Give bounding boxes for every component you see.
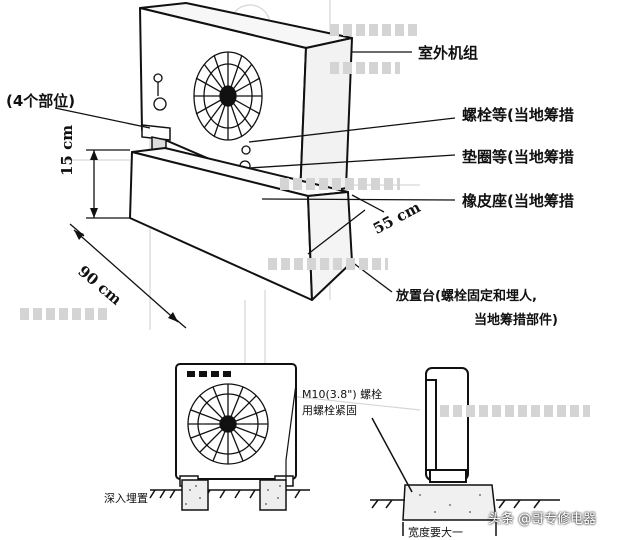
label-deep-embed: 深入埋置 bbox=[104, 492, 148, 505]
label-washers: 垫圈等(当地筹措 bbox=[462, 148, 574, 166]
side-view-base bbox=[402, 484, 497, 521]
label-platform-line2: 当地筹措部件) bbox=[474, 313, 558, 328]
label-bolts: 螺栓等(当地筹措 bbox=[462, 106, 574, 124]
footing-speckles bbox=[185, 485, 281, 505]
dimension-arrowheads bbox=[74, 150, 178, 322]
leader-lines bbox=[54, 51, 456, 293]
label-four-parts: (4个部位) bbox=[6, 92, 76, 110]
front-footings bbox=[181, 479, 287, 511]
side-view-ground bbox=[370, 417, 560, 536]
ghost-text-2 bbox=[330, 62, 400, 74]
ghost-text-5 bbox=[20, 308, 110, 320]
label-bolt-fasten: 用螺栓紧固 bbox=[302, 404, 357, 417]
ghost-text-4 bbox=[268, 258, 388, 270]
label-rubber-seat: 橡皮座(当地筹措 bbox=[462, 192, 574, 210]
label-width-more: 宽度要大一 bbox=[408, 526, 463, 539]
dim-label-15cm: 15 cm bbox=[58, 124, 76, 176]
side-view-unit bbox=[425, 367, 469, 483]
label-m10-bolt: M10(3.8") 螺栓 bbox=[302, 388, 383, 401]
ghost-text-1 bbox=[330, 24, 420, 36]
label-outdoor-unit: 室外机组 bbox=[418, 44, 479, 62]
fan-grille bbox=[193, 51, 263, 141]
front-view-fan bbox=[187, 383, 269, 465]
outdoor-unit bbox=[139, 2, 353, 199]
ghost-text-3 bbox=[280, 178, 400, 190]
ghost-text-6 bbox=[440, 405, 590, 417]
label-platform-line1: 放置台(螺栓固定和埋人, bbox=[396, 289, 537, 304]
watermark: 头条 @哥专修电器 bbox=[488, 512, 597, 527]
m10-leader bbox=[285, 383, 297, 480]
dimension-lines bbox=[69, 149, 385, 329]
side-base-speckles bbox=[419, 494, 481, 513]
platform-front-face bbox=[307, 191, 353, 301]
